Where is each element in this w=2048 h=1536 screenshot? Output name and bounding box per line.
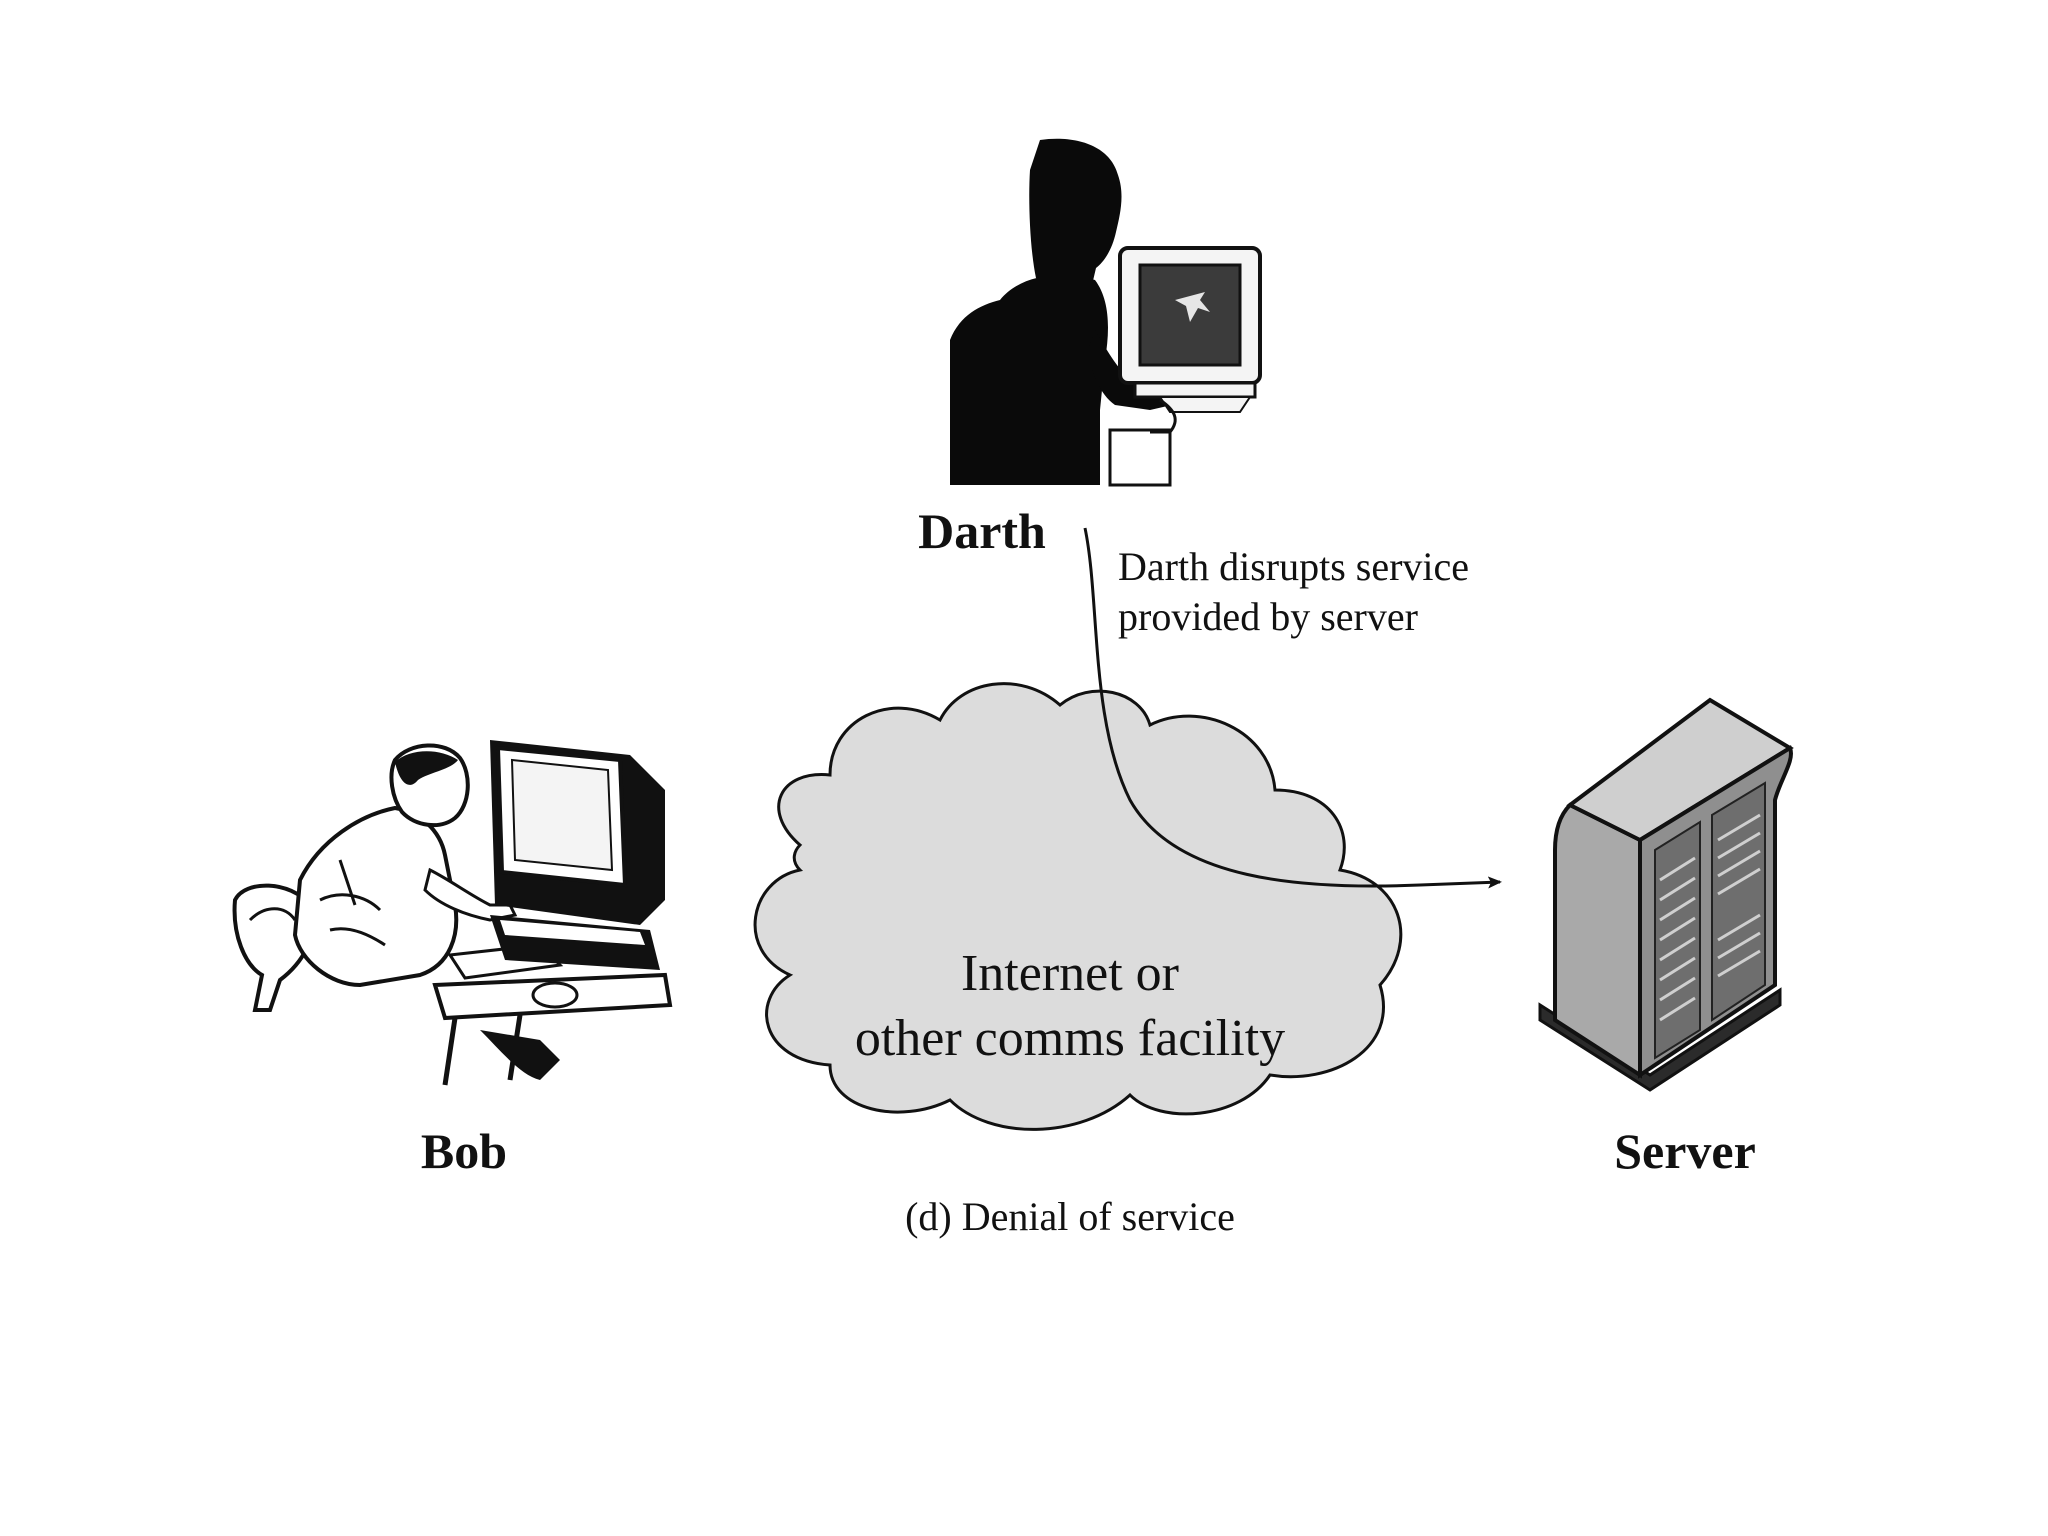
figure-caption: (d) Denial of service: [905, 1194, 1235, 1239]
attack-annotation-line2: provided by server: [1118, 594, 1418, 639]
bob-label: Bob: [421, 1123, 507, 1179]
attacker-silhouette-icon: [950, 138, 1262, 487]
darth-label: Darth: [918, 503, 1046, 559]
attack-arrow: [1083, 527, 1502, 889]
server-tower-icon: [1538, 697, 1794, 1092]
user-at-computer-icon: [232, 740, 673, 1086]
cloud-icon: [753, 682, 1403, 1131]
attack-annotation-line1: Darth disrupts service: [1118, 544, 1469, 589]
network-label-line1: Internet or: [961, 945, 1179, 1002]
server-label: Server: [1614, 1123, 1756, 1179]
network-label-line2: other comms facility: [855, 1010, 1285, 1067]
